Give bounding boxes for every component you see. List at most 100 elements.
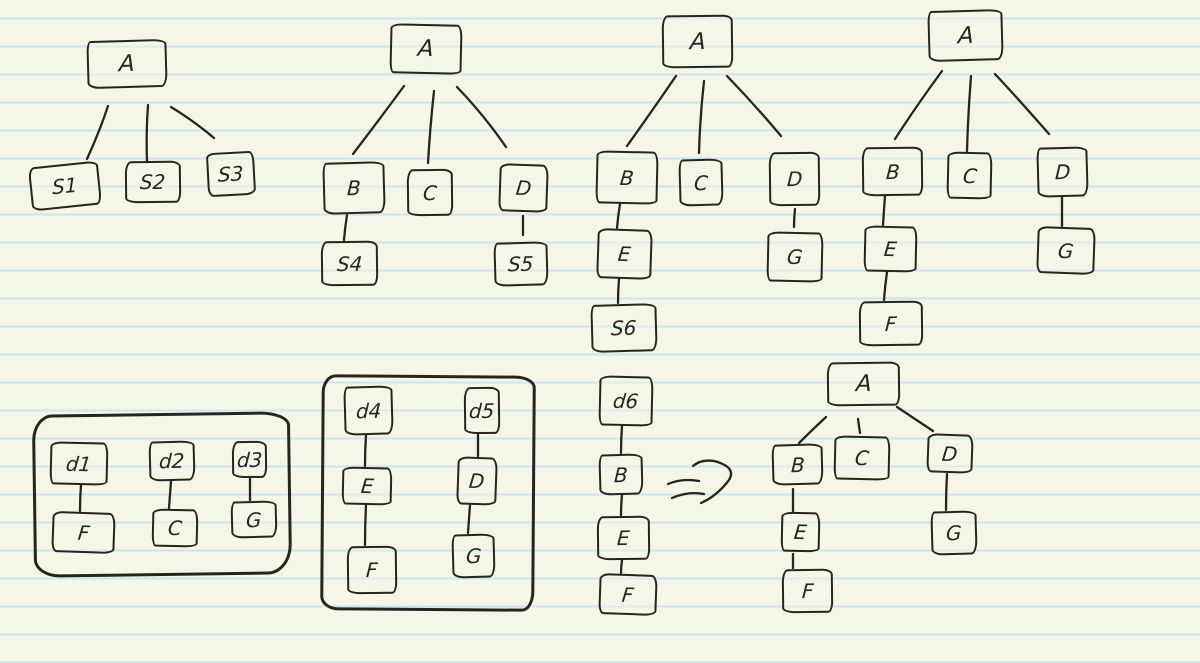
edge-tree2-root-child3: [455, 85, 508, 149]
node-label: B: [790, 452, 805, 477]
tree4-node-g: G: [1036, 226, 1096, 275]
edge-chain-b-e: [619, 493, 624, 517]
edge-tree3-root-child2: [697, 79, 706, 155]
group2-node-d: D: [456, 456, 498, 506]
edge-tree1-root-child1: [85, 104, 110, 161]
group2-node-g: G: [451, 533, 496, 579]
edge-tree3-sub-sub2: [616, 277, 621, 305]
tree5-node-b: B: [771, 443, 824, 486]
tree3-node-c: C: [678, 158, 724, 207]
tree4-node-d: D: [1036, 146, 1089, 198]
tree5-node-d: D: [926, 433, 974, 474]
group1-node-d1: d1: [49, 441, 109, 486]
node-label: B: [619, 165, 635, 190]
node-label: S6: [610, 315, 638, 341]
node-label: A: [957, 22, 974, 49]
edge-tree5-root-child3: [895, 405, 935, 433]
edge-tree1-root-child3: [169, 105, 216, 140]
node-label: E: [793, 519, 808, 545]
node-label: F: [884, 311, 898, 336]
tree5-node-f: F: [781, 568, 834, 614]
group1-node-g: G: [230, 500, 278, 539]
tree5-node-c: C: [833, 435, 891, 481]
group2-node-e: E: [341, 466, 393, 506]
node-label: A: [118, 50, 136, 78]
node-label: G: [786, 244, 804, 270]
group1-node-d2: d2: [148, 440, 196, 482]
node-label: E: [616, 525, 631, 551]
edge-tree5-child3-sub: [944, 472, 949, 512]
implies-arrow-icon: [691, 459, 733, 505]
node-label: G: [1056, 238, 1076, 263]
edge-chain-e-f: [619, 558, 624, 575]
edge-tree4-root-child3: [993, 72, 1051, 136]
group1-node-c: C: [151, 508, 199, 548]
chain-node-d6: d6: [598, 375, 654, 427]
edge-tree2-root-child1: [351, 84, 406, 156]
node-label: F: [620, 582, 636, 607]
node-label: F: [365, 557, 379, 583]
tree2-node-d: D: [498, 163, 549, 213]
node-label: C: [853, 445, 871, 471]
tree4-node-b: B: [861, 146, 924, 197]
tree3-node-e: E: [596, 228, 653, 280]
node-label: S4: [336, 251, 363, 276]
tree3-node-root: A: [661, 14, 734, 69]
node-label: F: [801, 578, 814, 604]
tree1-node-s2: S2: [124, 160, 182, 204]
node-label: d4: [355, 398, 382, 423]
group2-node-f: F: [346, 545, 398, 595]
node-label: d1: [65, 451, 93, 476]
edge-tree3-child1-sub: [615, 202, 622, 230]
node-label: C: [166, 515, 184, 541]
node-label: D: [468, 468, 486, 494]
node-label: G: [945, 520, 963, 546]
tree1-node-s3: S3: [205, 150, 257, 198]
group2-node-d4: d4: [343, 385, 394, 436]
tree2-node-s4: S4: [320, 240, 379, 287]
tree1-node-root: A: [86, 38, 168, 90]
node-label: E: [359, 473, 375, 499]
node-label: C: [422, 180, 438, 205]
node-label: B: [884, 159, 901, 184]
tree4-node-e: E: [863, 225, 918, 273]
tree3-node-b: B: [595, 150, 659, 205]
edge-tree3-root-child1: [625, 74, 678, 148]
node-label: S3: [218, 161, 244, 187]
tree4-node-f: F: [858, 300, 924, 347]
node-label: d6: [612, 388, 640, 414]
node-label: B: [346, 175, 362, 201]
tree1-node-s1: S1: [27, 160, 103, 212]
node-label: D: [1054, 159, 1071, 185]
edge-tree2-root-child2: [426, 89, 436, 165]
edge-tree4-sub-sub2: [882, 270, 889, 302]
node-label: B: [613, 462, 629, 487]
node-label: G: [245, 507, 263, 532]
tree4-node-root: A: [927, 8, 1004, 63]
tree5-node-e: E: [780, 511, 821, 553]
implies-arrow-bar1: [666, 478, 701, 486]
edge-tree1-root-child2: [145, 103, 150, 163]
node-label: D: [941, 441, 959, 466]
implies-arrow-bar2: [670, 491, 706, 500]
group1-node-d3: d3: [231, 440, 268, 479]
tree3-node-g: G: [766, 231, 824, 283]
tree3-node-d: D: [768, 151, 821, 207]
chain-node-b: B: [598, 453, 644, 496]
edge-tree4-root-child2: [965, 74, 973, 153]
edge-tree5-root-child1: [797, 415, 828, 445]
group1-outline: [31, 411, 293, 578]
tree2-node-root: A: [389, 23, 463, 75]
node-label: d5: [468, 398, 496, 423]
edge-tree3-root-child3: [725, 74, 783, 138]
node-label: C: [693, 170, 709, 195]
node-label: d2: [158, 448, 186, 474]
tree5-node-g: G: [930, 510, 978, 556]
node-label: S1: [51, 172, 79, 200]
node-label: E: [616, 241, 633, 267]
edge-tree4-child1-sub: [881, 193, 887, 227]
node-label: E: [883, 236, 898, 262]
group2-node-d5: d5: [463, 386, 501, 435]
tree5-node-root: A: [826, 361, 901, 407]
